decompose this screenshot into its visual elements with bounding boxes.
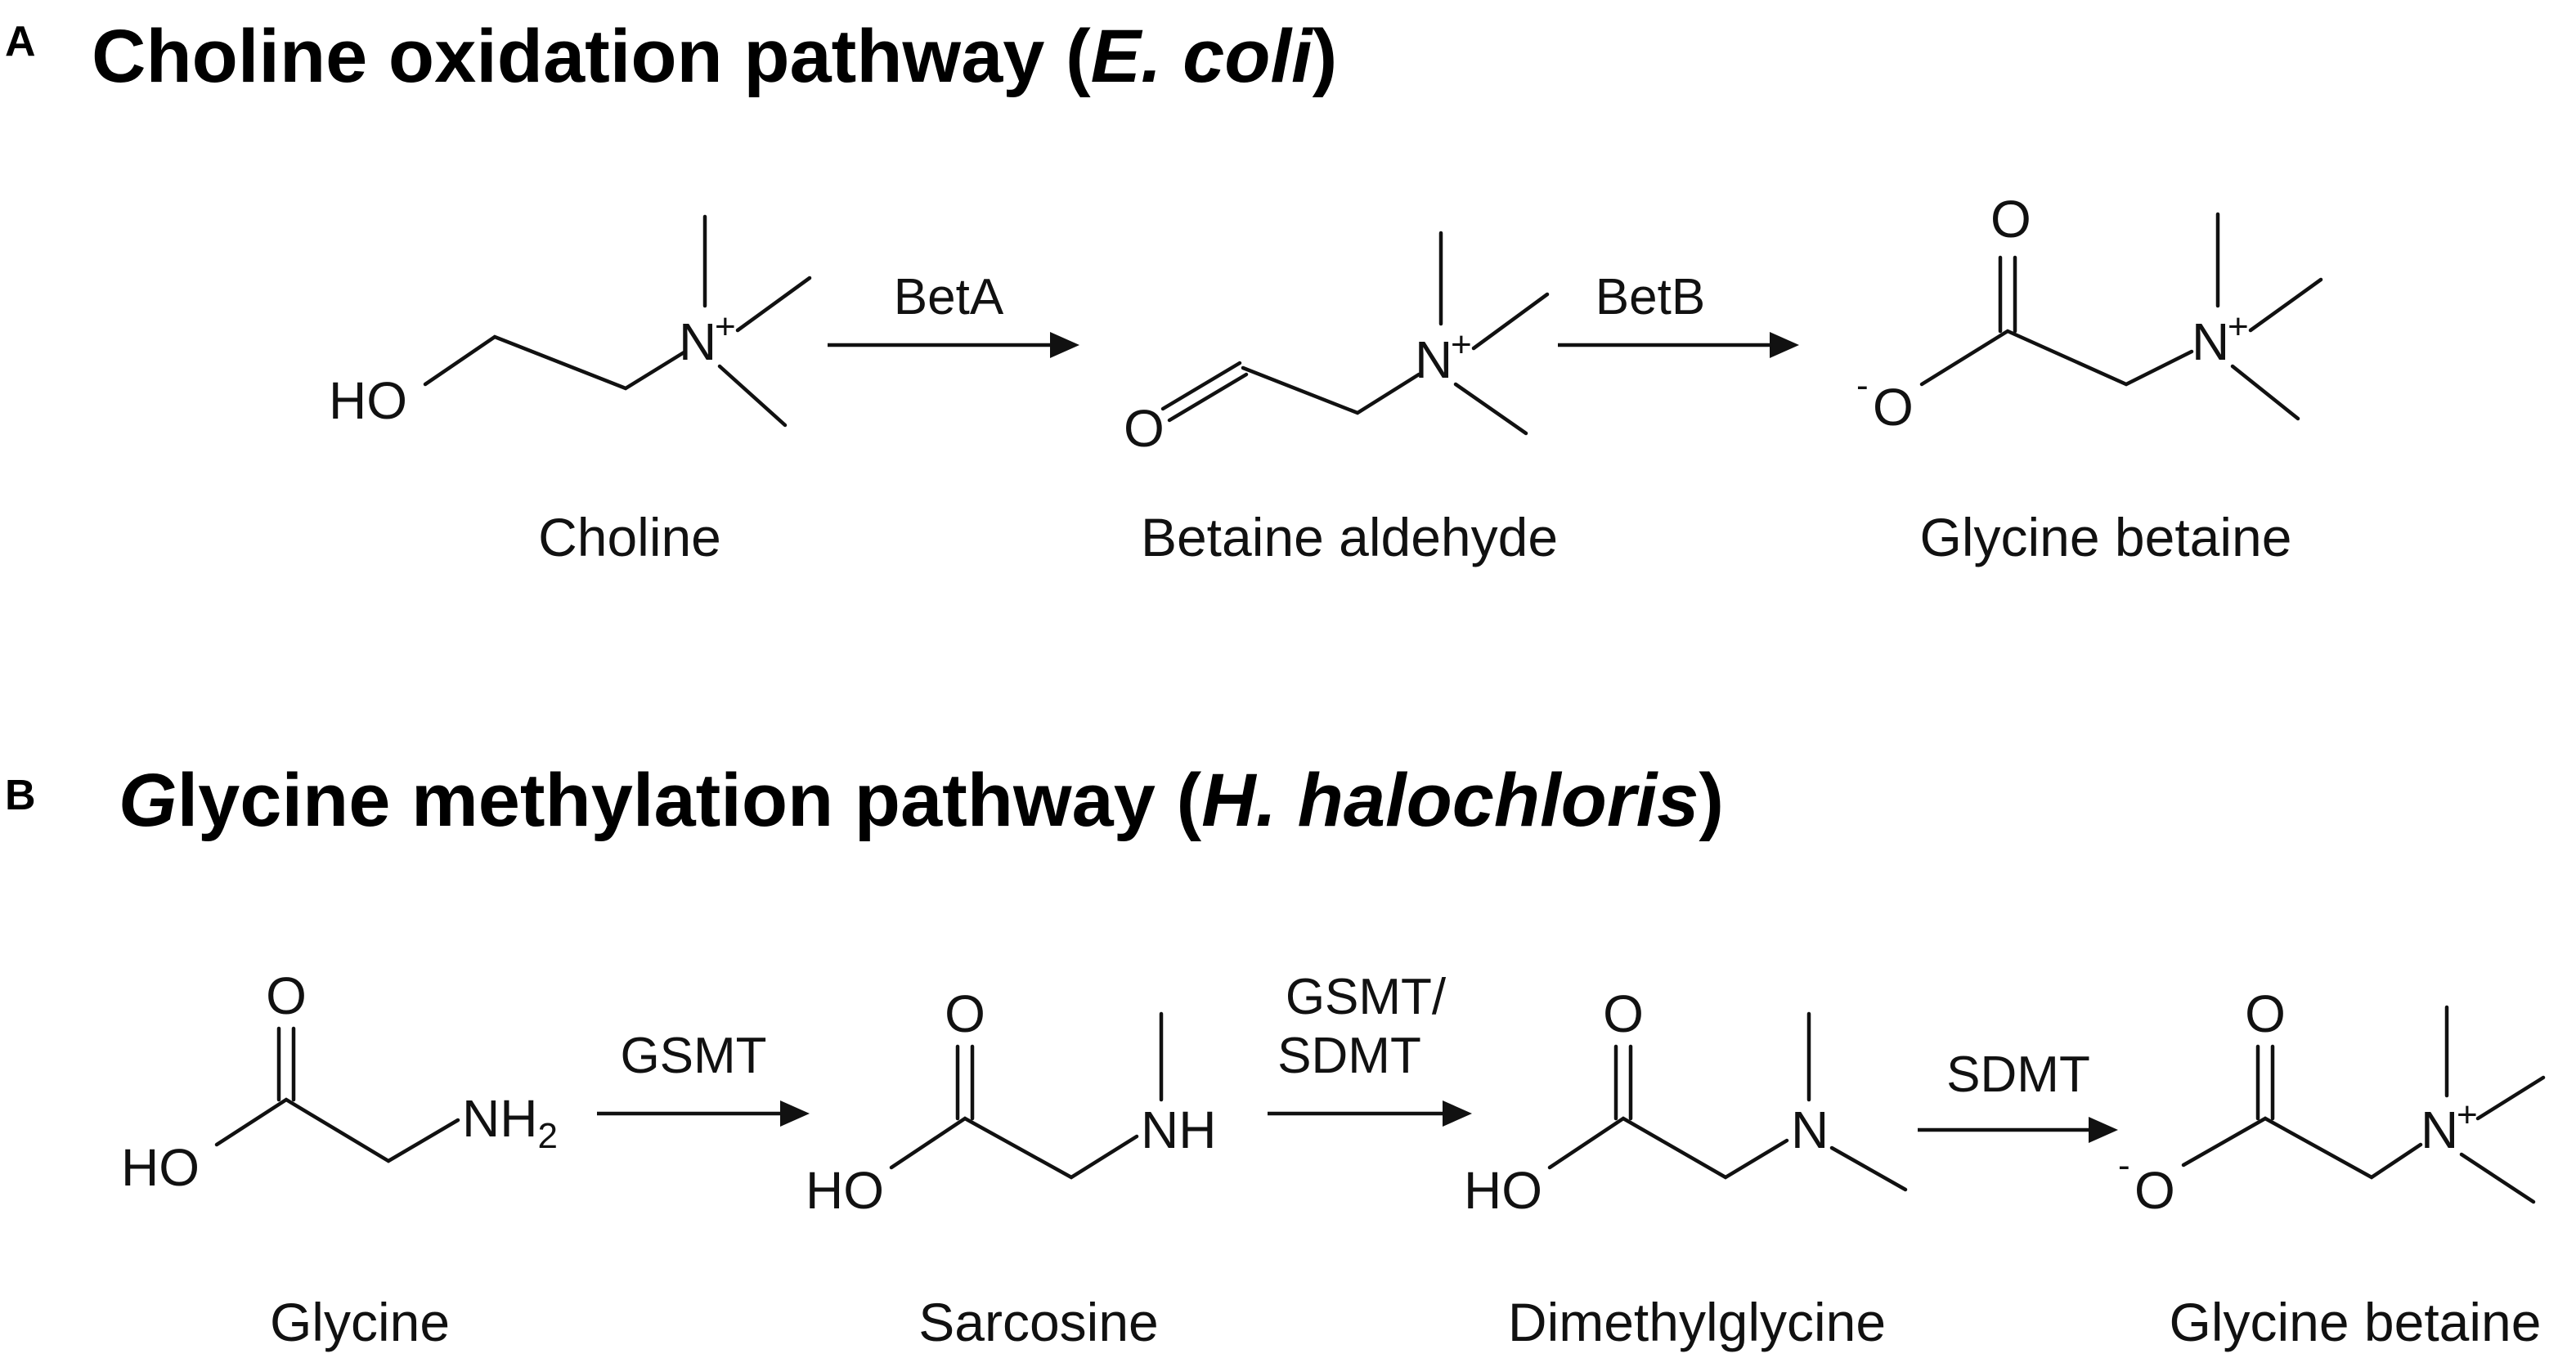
panel-b-title-initial: G — [119, 759, 177, 842]
bond-methyl-down — [717, 364, 788, 428]
panel-b-title-suffix: ) — [1699, 759, 1724, 842]
betaine-aldehyde-structure: O N + — [1124, 231, 1550, 458]
atom-o-carbonyl: O — [1603, 984, 1644, 1043]
atom-o-carbonyl: O — [2245, 984, 2286, 1043]
atom-n: N — [679, 312, 716, 371]
panel-a-title-organism: E. coli — [1091, 15, 1314, 98]
compound-glycine: Glycine — [270, 1292, 450, 1352]
choline-structure: HO N + — [329, 214, 812, 430]
panel-b: B Glycine methylation pathway (H. haloch… — [5, 759, 2546, 1352]
bond-methyl-right — [735, 276, 812, 333]
panel-b-title: Glycine methylation pathway (H. halochlo… — [119, 759, 1724, 842]
bond-chain — [423, 334, 688, 391]
enzyme-gsmt: GSMT — [620, 1028, 766, 1084]
panel-a-title: Choline oxidation pathway (E. coli) — [92, 15, 1337, 98]
bond-methyl-down — [1453, 382, 1528, 436]
dimethylglycine-structure: O HO N — [1464, 984, 1908, 1220]
bond-chain — [1241, 365, 1421, 415]
glycine-betaine-structure-b: O - O N + — [2118, 984, 2546, 1220]
compound-choline: Choline — [538, 507, 721, 567]
atom-o: O — [2134, 1161, 2175, 1220]
enzyme-sdmt-combined: SDMT — [1277, 1028, 1421, 1084]
compound-glycine-betaine-a: Glycine betaine — [1920, 507, 2292, 567]
atom-o: O — [1873, 378, 1914, 437]
bond-chain — [2181, 1116, 2423, 1180]
sarcosine-structure: O HO NH — [806, 984, 1216, 1220]
panel-b-letter: B — [5, 772, 36, 819]
enzyme-sdmt: SDMT — [1946, 1047, 2090, 1103]
atom-nh: NH — [1141, 1100, 1216, 1159]
compound-betaine-aldehyde: Betaine aldehyde — [1141, 507, 1558, 567]
enzyme-betb: BetB — [1595, 269, 1705, 325]
atom-n-plus: + — [715, 307, 736, 347]
enzyme-gsmt-slash: GSMT/ — [1286, 969, 1447, 1025]
atom-n: N — [1415, 330, 1452, 389]
panel-a: A Choline oxidation pathway (E. coli) HO… — [5, 15, 2323, 567]
arrow-gsmt-sdmt — [1268, 1100, 1472, 1127]
arrow-betb — [1558, 332, 1799, 358]
bond-methyl-down — [2230, 364, 2300, 421]
arrow-sdmt — [1918, 1117, 2118, 1143]
atom-ho: HO — [806, 1161, 884, 1220]
glycine-structure: O HO NH2 — [121, 966, 558, 1197]
enzyme-beta: BetA — [894, 269, 1004, 325]
atom-nh2: NH2 — [462, 1089, 558, 1156]
atom-o-carbonyl: O — [266, 966, 307, 1025]
bond-methyl-right — [2248, 277, 2323, 333]
atom-o-minus: - — [2118, 1145, 2130, 1185]
bond-carbonyl-1 — [1160, 361, 1242, 411]
bond-chain — [889, 1116, 1139, 1180]
panel-a-letter: A — [5, 18, 36, 65]
glycine-betaine-structure-a: - O O N + — [1856, 190, 2323, 437]
atom-n-plus: + — [2457, 1095, 2478, 1135]
panel-a-title-prefix: Choline oxidation pathway ( — [92, 15, 1091, 98]
bond-chain — [1547, 1116, 1789, 1180]
atom-ho: HO — [329, 371, 407, 430]
bond-methyl-right — [1471, 292, 1550, 351]
bond-chain — [214, 1097, 460, 1163]
bond-chain — [1919, 329, 2194, 387]
panel-b-title-organism: H. halochloris — [1201, 759, 1699, 842]
panel-b-title-prefix: lycine methylation pathway ( — [177, 759, 1202, 842]
atom-n-plus: + — [1451, 325, 1472, 365]
bond-methyl-right — [1829, 1145, 1908, 1192]
atom-n: N — [1791, 1100, 1829, 1159]
atom-n: N — [2192, 312, 2229, 371]
atom-ho: HO — [1464, 1161, 1542, 1220]
atom-o-minus: - — [1856, 365, 1869, 406]
atom-n-plus: + — [2228, 307, 2249, 347]
compound-sarcosine: Sarcosine — [918, 1292, 1159, 1352]
atom-o-carbonyl: O — [945, 984, 985, 1043]
bond-methyl-down — [2459, 1152, 2536, 1204]
arrow-gsmt — [597, 1100, 810, 1127]
compound-glycine-betaine-b: Glycine betaine — [2170, 1292, 2542, 1352]
bond-methyl-right — [2475, 1075, 2546, 1121]
bond-carbonyl-2 — [1167, 372, 1249, 423]
atom-o-carbonyl: O — [1990, 190, 2031, 249]
arrow-beta — [828, 332, 1079, 358]
atom-n: N — [2421, 1100, 2458, 1159]
panel-a-title-suffix: ) — [1313, 15, 1338, 98]
compound-dimethylglycine: Dimethylglycine — [1508, 1292, 1886, 1352]
atom-o: O — [1124, 399, 1165, 458]
atom-ho: HO — [121, 1138, 200, 1197]
